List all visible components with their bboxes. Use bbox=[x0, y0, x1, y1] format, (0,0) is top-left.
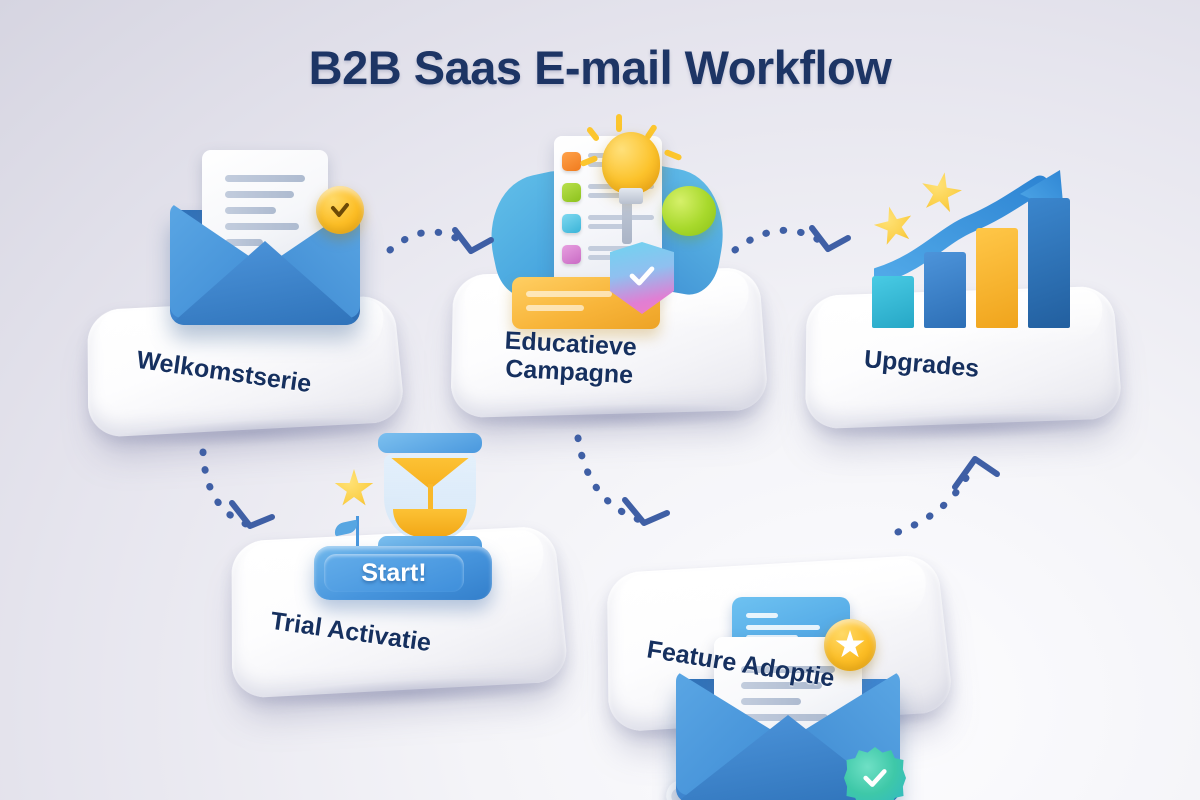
arrowhead-1 bbox=[452, 227, 494, 254]
hourglass-sand-stream bbox=[428, 484, 434, 514]
bulb-ray bbox=[663, 148, 683, 162]
list-lines bbox=[588, 214, 654, 233]
yellow-star-badge-icon bbox=[824, 619, 876, 671]
arrowhead-2 bbox=[809, 225, 851, 252]
list-icon-pink bbox=[562, 245, 581, 264]
yellow-check-badge-icon bbox=[316, 186, 364, 234]
list-icon-orange bbox=[562, 152, 581, 171]
connector-welkomstserie-to-trial bbox=[199, 448, 250, 528]
hourglass-start-button-icon: Start! bbox=[300, 425, 510, 600]
bulb-stem bbox=[622, 166, 632, 244]
star-icon bbox=[334, 469, 374, 506]
bulb-base bbox=[619, 188, 643, 204]
hourglass-sand-bottom bbox=[393, 509, 467, 537]
start-button[interactable]: Start! bbox=[324, 554, 464, 592]
bar-3 bbox=[976, 228, 1018, 328]
growth-bar-chart-arrow-icon bbox=[868, 160, 1076, 328]
list-icon-teal bbox=[562, 214, 581, 233]
sprout-stem bbox=[356, 516, 359, 556]
list-icon-green bbox=[562, 183, 581, 202]
arrowhead-5 bbox=[952, 456, 1000, 490]
step-label-educatieve-campagne: Educatieve Campagne bbox=[504, 326, 638, 390]
connector-welkomstserie-to-educatieve bbox=[386, 228, 472, 254]
connector-educatieve-to-feature bbox=[574, 434, 644, 524]
bar-1 bbox=[872, 276, 914, 328]
star-glyph bbox=[835, 630, 865, 658]
lightbulb-icon bbox=[602, 132, 660, 194]
hourglass-top-cap bbox=[378, 433, 482, 453]
page-title: B2B Saas E-mail Workflow bbox=[308, 41, 892, 94]
education-checklist-lightbulb-icon bbox=[478, 114, 734, 329]
connector-feature-to-upgrades bbox=[894, 462, 976, 536]
hourglass-glass bbox=[384, 454, 476, 540]
envelope-gear-wrench-icon bbox=[664, 597, 906, 800]
bulb-ray bbox=[616, 114, 622, 132]
arrowhead-3 bbox=[229, 500, 275, 529]
green-speech-bubble-icon bbox=[662, 186, 716, 236]
open-envelope-with-letter-icon bbox=[170, 150, 364, 325]
list-lines bbox=[588, 245, 654, 264]
connector-educatieve-to-upgrades bbox=[731, 226, 829, 254]
bar-4 bbox=[1028, 198, 1070, 328]
arrowhead-4 bbox=[622, 497, 670, 526]
bar-2 bbox=[924, 252, 966, 328]
